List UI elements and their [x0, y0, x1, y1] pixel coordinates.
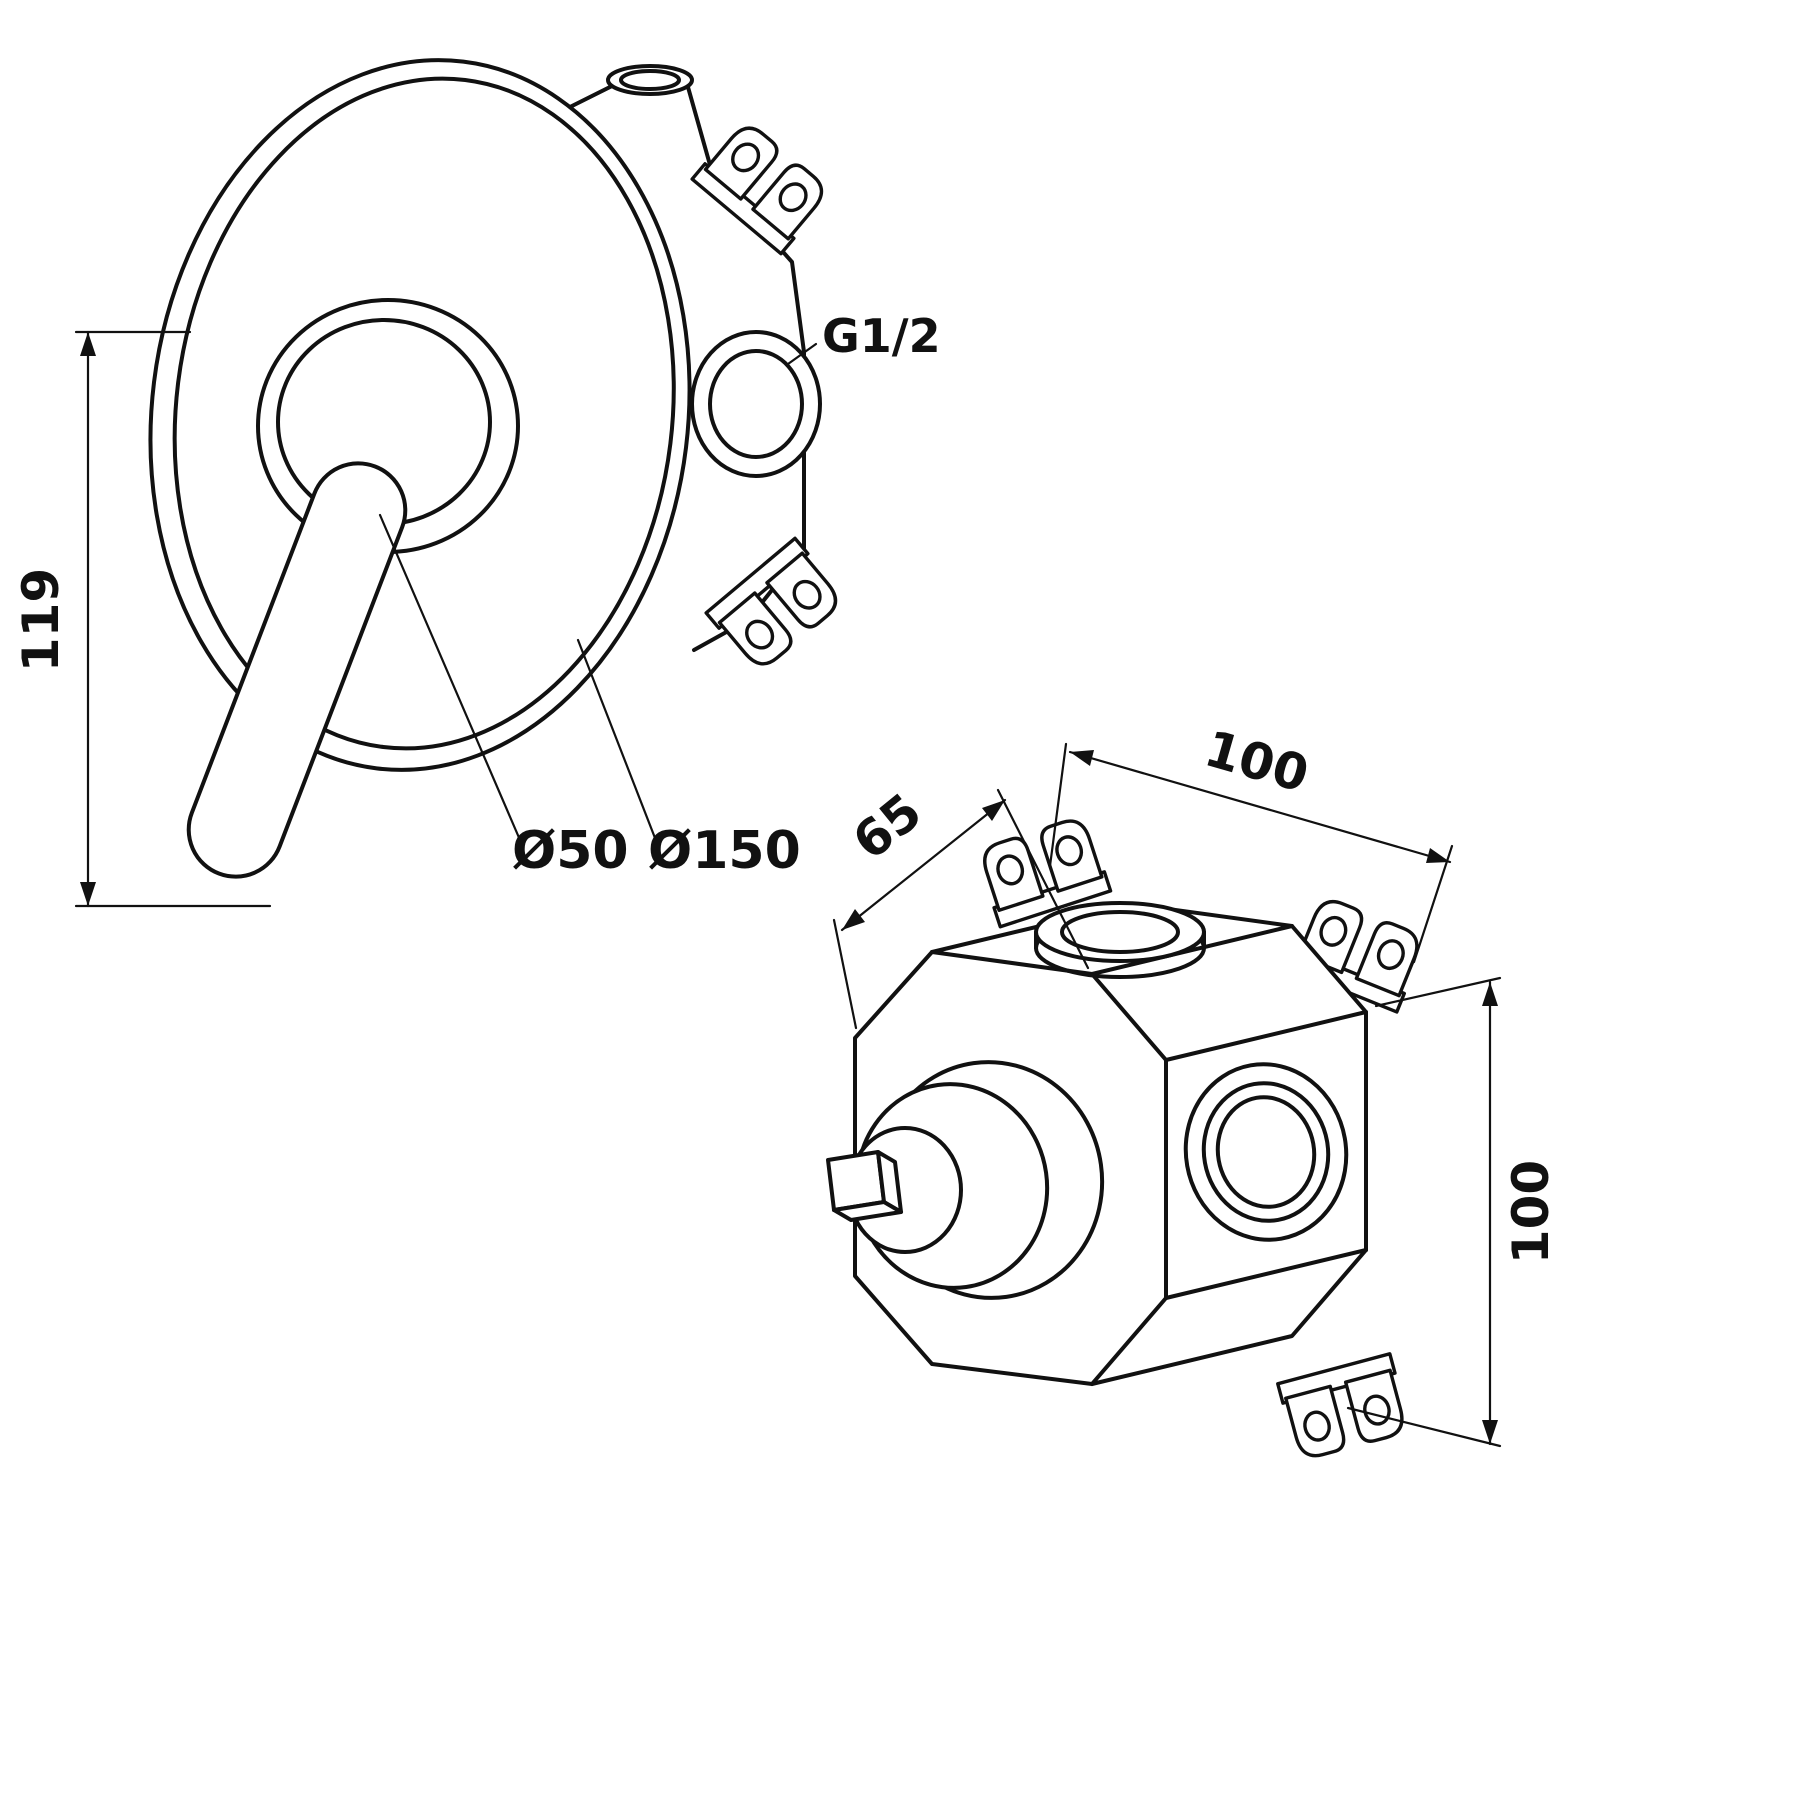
valve-lug-bottom-right [1276, 1352, 1413, 1463]
rough-in-valve-view: 100 65 100 [826, 719, 1560, 1463]
valve-cartridge [826, 1060, 1105, 1300]
dim-handle-diameter-label: Ø50 [512, 821, 629, 881]
mixer-handle [186, 298, 520, 879]
mounting-lug-top [690, 116, 835, 256]
spindle-square [826, 1150, 886, 1212]
dim-valve-depth-label: 65 [842, 782, 933, 871]
valve-body-edges [930, 924, 1368, 1386]
dim-valve-height-label: 100 [1502, 1160, 1560, 1264]
dim-valve-height: 100 [1346, 976, 1560, 1448]
mixer-trim-view: 119 Ø50 Ø150 G1/2 [12, 58, 941, 908]
dim-height-label: 119 [12, 568, 70, 672]
dim-height: 119 [12, 330, 272, 908]
handle-lever [186, 461, 408, 879]
dim-valve-width-label: 100 [1199, 719, 1315, 804]
valve-right-port [1183, 1062, 1349, 1242]
rough-in-box-behind-plate [538, 64, 849, 676]
inlet-port-g12 [690, 330, 822, 478]
mounting-lug-bottom [704, 536, 849, 676]
thread-size-label: G1/2 [822, 309, 941, 363]
diameter-callouts: Ø50 Ø150 G1/2 [378, 309, 941, 881]
dim-plate-diameter-label: Ø150 [648, 821, 801, 881]
